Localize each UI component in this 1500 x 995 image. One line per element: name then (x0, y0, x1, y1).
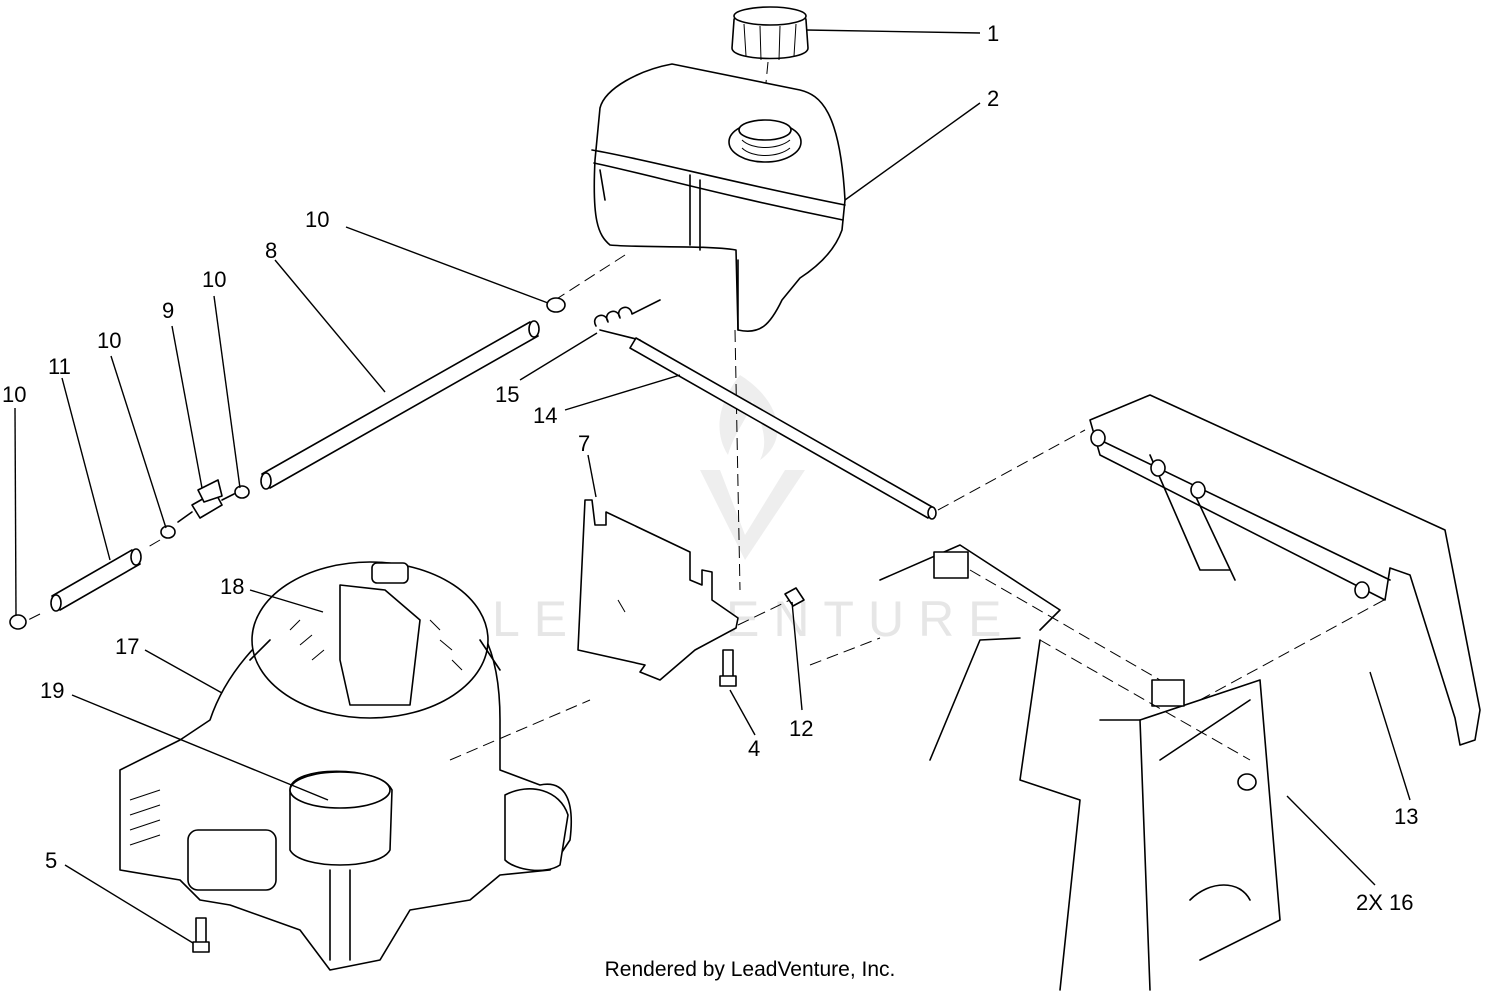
spring (593, 299, 661, 341)
callout-2: 2 (987, 86, 999, 111)
bolt-12 (784, 587, 805, 607)
callout-7: 7 (578, 431, 590, 456)
callout-14: 14 (533, 403, 557, 428)
callout-13: 13 (1394, 804, 1418, 829)
fuel-cap (731, 6, 809, 61)
leader-lines (14, 29, 1411, 944)
rear-shield (1089, 394, 1481, 746)
plug-16 (1237, 773, 1257, 791)
callout-4: 4 (748, 736, 760, 761)
engine (119, 561, 572, 971)
callout-10-end: 10 (2, 382, 26, 407)
fuel-line-11 (50, 548, 142, 612)
callout-19: 19 (40, 678, 64, 703)
watermark-text: LEADVENTURE (492, 591, 1016, 647)
callout-8: 8 (265, 238, 277, 263)
fuel-line-8 (260, 320, 540, 490)
callout-11: 11 (48, 354, 71, 379)
callout-1: 1 (987, 21, 999, 46)
callout-10-tank: 10 (305, 207, 329, 232)
callout-9: 9 (162, 298, 174, 323)
callout-10-valve-left: 10 (97, 328, 121, 353)
mower-frame (809, 544, 1281, 991)
callout-17: 17 (115, 634, 139, 659)
callout-12: 12 (789, 716, 813, 741)
callout-15: 15 (495, 382, 519, 407)
bolt-4 (719, 649, 737, 687)
callout-10-valve-right: 10 (202, 267, 226, 292)
credit-text: Rendered by LeadVenture, Inc. (604, 958, 896, 981)
callout-5: 5 (45, 848, 57, 873)
callouts: 1 2 10 8 10 9 10 11 10 15 14 7 18 17 19 … (2, 21, 1418, 915)
callout-18: 18 (220, 574, 244, 599)
shutoff-valve (177, 479, 235, 523)
bolt-5 (192, 917, 210, 953)
callout-16: 2X 16 (1356, 890, 1414, 915)
leadventure-watermark: LEADVENTURE (492, 375, 1016, 647)
mounting-bracket (577, 499, 739, 681)
fuel-tank (591, 63, 846, 332)
rod (629, 337, 937, 520)
hose-clamps-10 (9, 297, 566, 630)
